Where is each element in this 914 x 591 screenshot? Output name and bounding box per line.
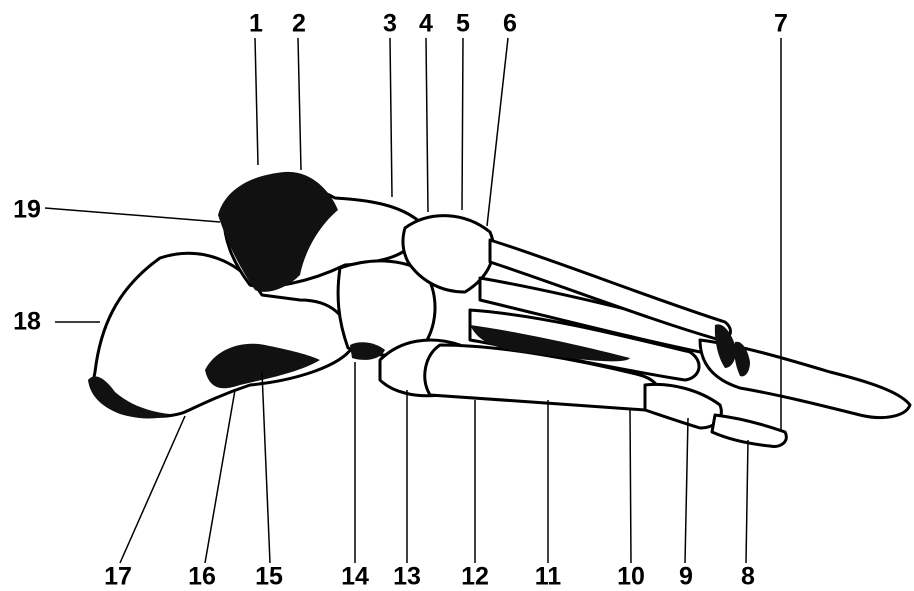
label-9: 9 <box>679 565 693 590</box>
leader-line-1 <box>255 38 258 165</box>
label-6: 6 <box>503 12 517 37</box>
leader-line-3 <box>390 38 392 197</box>
label-10: 10 <box>617 565 645 590</box>
label-16: 16 <box>188 565 216 590</box>
leader-line-16 <box>205 390 235 563</box>
label-18: 18 <box>13 310 41 335</box>
label-4: 4 <box>419 12 433 37</box>
leader-line-15 <box>262 372 270 563</box>
distal-phalanx-shape <box>712 415 786 446</box>
leader-line-10 <box>630 410 631 563</box>
leader-line-19 <box>45 208 220 222</box>
label-7: 7 <box>774 12 788 37</box>
leader-line-5 <box>462 38 463 210</box>
label-17: 17 <box>104 565 132 590</box>
label-3: 3 <box>383 12 397 37</box>
label-5: 5 <box>456 12 470 37</box>
proximal-phalanx-shape <box>645 384 721 428</box>
leader-line-9 <box>685 418 688 563</box>
leader-line-8 <box>746 440 748 563</box>
label-15: 15 <box>255 565 283 590</box>
leader-line-2 <box>298 38 301 170</box>
label-8: 8 <box>741 565 755 590</box>
label-1: 1 <box>249 12 263 37</box>
leader-line-17 <box>120 416 185 563</box>
leader-line-4 <box>426 38 428 212</box>
label-12: 12 <box>461 565 489 590</box>
label-14: 14 <box>341 565 369 590</box>
label-19: 19 <box>13 198 41 223</box>
label-13: 13 <box>393 565 421 590</box>
leader-line-6 <box>487 38 508 226</box>
label-2: 2 <box>292 12 306 37</box>
label-11: 11 <box>535 565 561 590</box>
